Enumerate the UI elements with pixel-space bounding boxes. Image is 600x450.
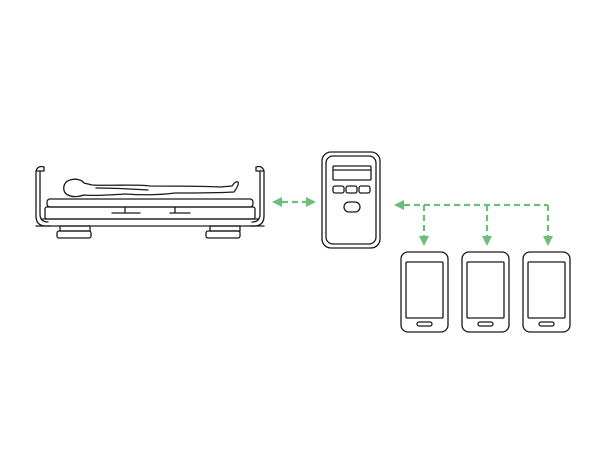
bed-left-rail (35, 170, 51, 227)
bed-left-foot (56, 225, 92, 239)
handheld-controller-icon (321, 151, 381, 249)
controller-button-3 (358, 185, 371, 194)
controller-body (321, 151, 381, 249)
arrowhead-phone-2 (482, 236, 492, 246)
bed-deck (46, 198, 254, 208)
smartphone-icon (400, 251, 449, 333)
patient-bed-scale-icon (35, 165, 265, 239)
smartphone-icon (461, 251, 510, 333)
arrowhead-controller-side (306, 197, 316, 207)
controller-display (332, 165, 372, 181)
arrowhead-controller-bus (394, 200, 404, 210)
arrowhead-bed-side (272, 197, 282, 207)
controller-button-1 (332, 185, 345, 194)
controller-main-button (343, 201, 361, 213)
smartphone-icon (522, 251, 571, 333)
bed-right-rail (249, 170, 265, 227)
bed-right-foot (205, 225, 241, 239)
arrowhead-phone-3 (543, 236, 553, 246)
arrowhead-phone-1 (419, 236, 429, 246)
patient-silhouette-icon (63, 178, 239, 198)
smartphone-3 (522, 251, 571, 333)
smartphone-1 (400, 251, 449, 333)
smartphone-2 (461, 251, 510, 333)
controller-button-2 (345, 185, 358, 194)
